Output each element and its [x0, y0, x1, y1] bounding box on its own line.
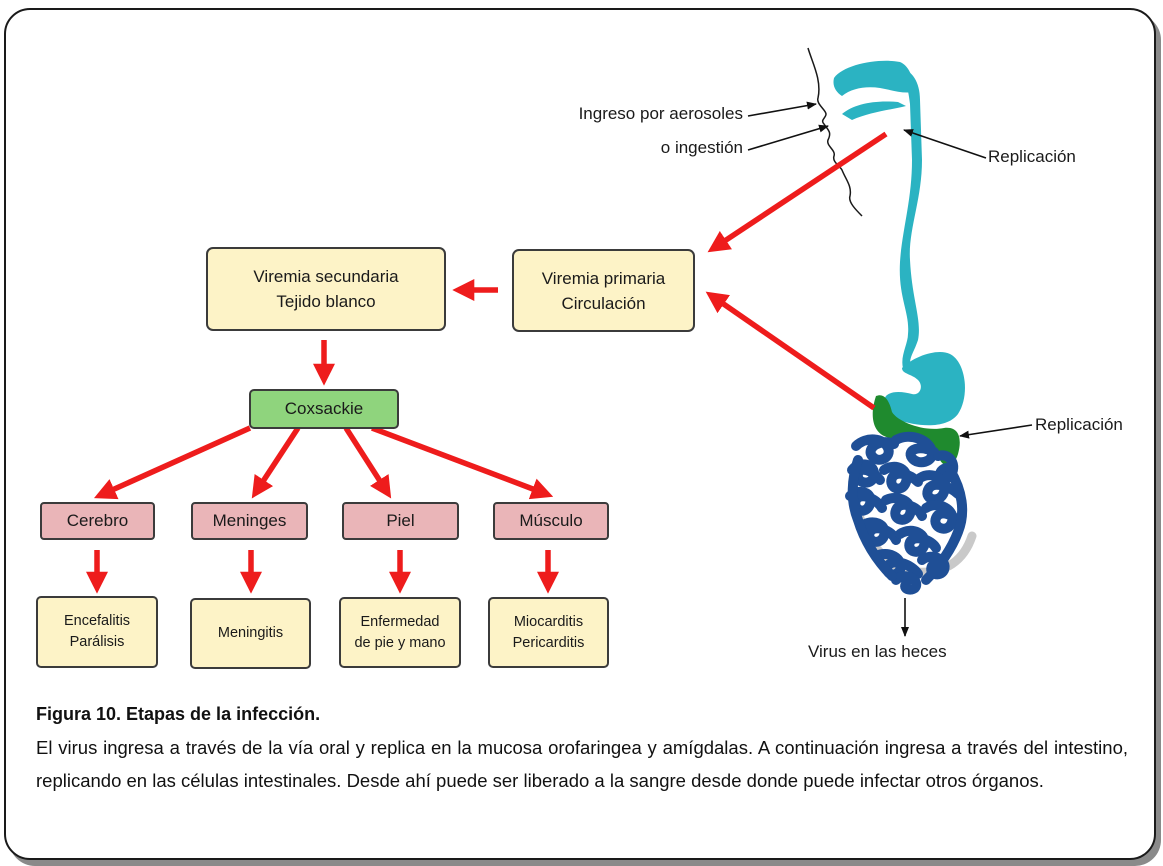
secondary-viremia-box: Viremia secundaria Tejido blanco — [206, 247, 446, 331]
disease-meningitis-line1: Meningitis — [217, 625, 284, 641]
disease-miocarditis-line1: Miocarditis — [513, 613, 584, 630]
disease-pie-mano-line1: Enfermedad — [360, 613, 440, 630]
disease-pie-mano-line2: de pie y mano — [354, 634, 446, 651]
target-cerebro: Cerebro — [40, 502, 155, 540]
caption-body: El virus ingresa a través de la vía oral… — [36, 737, 1128, 791]
label-arrows — [747, 101, 1033, 637]
disease-miocarditis-line2: Pericarditis — [512, 634, 585, 651]
target-musculo: Músculo — [493, 502, 609, 540]
target-meninges: Meninges — [191, 502, 308, 540]
feces-label: Virus en las heces — [808, 642, 947, 661]
arrow-to-musculo — [371, 425, 554, 500]
intestine-coils — [845, 431, 968, 595]
arrow-intestine-to-primary — [705, 291, 876, 411]
disease-meningitis: Meningitis — [190, 598, 311, 669]
primary-viremia-line2: Circulación — [561, 293, 646, 313]
figure-caption: Figura 10. Etapas de la infección. El vi… — [36, 704, 1128, 797]
arrow-to-meninges — [251, 426, 301, 499]
replication-label-lower: Replicación — [1035, 415, 1123, 434]
arrow-throat-to-primary — [707, 131, 888, 253]
secondary-viremia-line2: Tejido blanco — [276, 292, 376, 311]
disease-encefalitis: Encefalitis Parálisis — [36, 596, 158, 668]
caption-title: Figura 10. Etapas de la infección. — [36, 704, 321, 724]
replication-site-intestine — [872, 395, 960, 466]
digestive-tract — [833, 60, 965, 426]
replication-label-upper: Replicación — [988, 147, 1076, 166]
disease-miocarditis: Miocarditis Pericarditis — [488, 597, 609, 668]
secondary-viremia-line1: Viremia secundaria — [253, 267, 399, 286]
disease-encefalitis-line1: Encefalitis — [63, 613, 131, 629]
disease-encefalitis-line2: Parálisis — [69, 634, 125, 650]
entry-label-line2: o ingestión — [660, 138, 743, 157]
coxsackie-box: Coxsackie — [249, 389, 399, 429]
primary-viremia-line1: Viremia primaria — [541, 268, 666, 288]
arrow-to-piel — [343, 426, 392, 499]
entry-label-line1: Ingreso por aerosoles — [578, 104, 743, 123]
flow-arrows — [86, 131, 888, 594]
face-profile-line — [807, 47, 863, 217]
primary-viremia-box: Viremia primaria Circulación — [512, 249, 695, 332]
arrow-to-cerebro — [93, 425, 252, 500]
disease-pie-mano: Enfermedad de pie y mano — [339, 597, 461, 668]
target-piel: Piel — [342, 502, 459, 540]
